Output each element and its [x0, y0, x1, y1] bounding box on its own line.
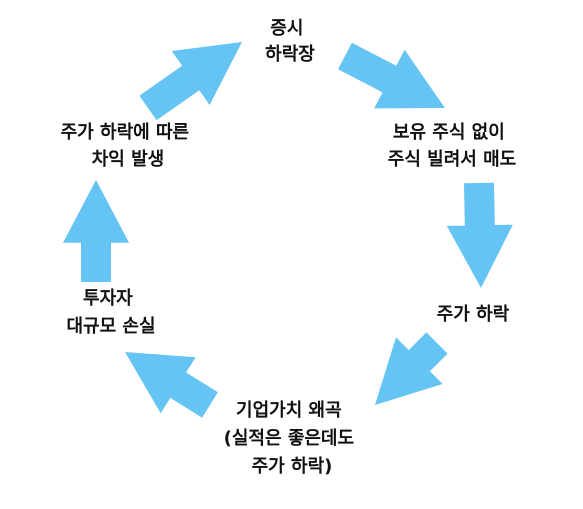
arrow-crash-to-shortselling — [338, 42, 445, 109]
node-short-selling-line-1: 보유 주식 없이 — [393, 122, 505, 143]
node-investor-loss-line-2: 대규모 손실 — [66, 316, 155, 337]
node-gain-from-drop-line-1: 주가 하락에 따른 — [61, 122, 189, 143]
arrow-pricedrop-to-distortion — [375, 332, 448, 405]
arrow-distortion-to-loss — [125, 352, 218, 418]
node-market-crash-line-2: 하락장 — [265, 44, 315, 65]
node-short-selling: 보유 주식 없이 주식 빌려서 매도 — [388, 122, 516, 170]
node-value-distortion-line-1: 기업가치 왜곡 — [236, 400, 342, 421]
node-value-distortion: 기업가치 왜곡 (실적은 좋은데도 주가 하락) — [224, 400, 361, 477]
arrow-loss-to-gain — [63, 180, 129, 282]
node-market-crash-line-1: 증시 — [270, 18, 303, 39]
node-gain-from-drop: 주가 하락에 따른 차익 발생 — [61, 122, 196, 170]
node-value-distortion-line-3: 주가 하락) — [252, 456, 333, 477]
node-value-distortion-line-2: (실적은 좋은데도 — [224, 428, 354, 449]
node-gain-from-drop-line-2: 차익 발생 — [92, 149, 165, 170]
arrow-gain-to-crash — [139, 42, 242, 121]
node-investor-loss: 투자자 대규모 손실 — [66, 288, 155, 337]
node-price-drop: 주가 하락 — [437, 304, 510, 325]
node-investor-loss-line-1: 투자자 — [83, 288, 133, 309]
node-market-crash: 증시 하락장 — [265, 18, 315, 65]
arrow-shortselling-to-pricedrop — [446, 182, 513, 288]
node-price-drop-line-1: 주가 하락 — [437, 304, 510, 325]
node-short-selling-line-2: 주식 빌려서 매도 — [388, 149, 516, 170]
